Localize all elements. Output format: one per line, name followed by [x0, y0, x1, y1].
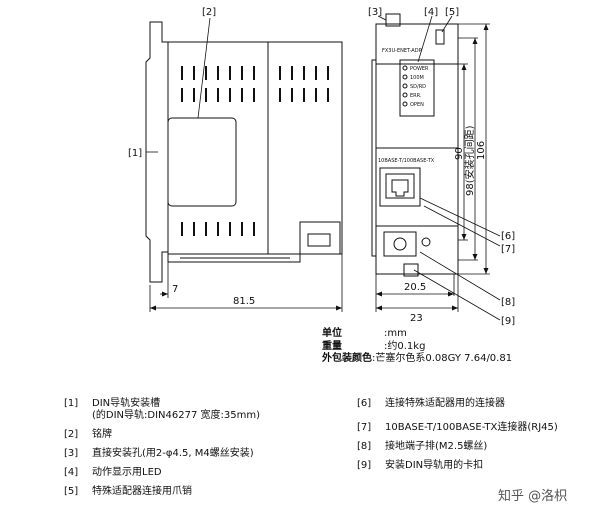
legend-item: [6]连接特殊适配器用的连接器 [357, 398, 505, 409]
legend-item: [5]特殊适配器连接用爪销 [64, 486, 192, 497]
callout-8: [8] [501, 297, 515, 308]
legend-item: [8]接地端子排(M2.5螺丝) [357, 441, 488, 452]
dim-98: 98(安装孔间距) [463, 125, 476, 196]
color-label: 外包装颜色 [322, 353, 372, 364]
dim-90: 90 [454, 147, 465, 160]
legend-item: [4]动作显示用LED [64, 467, 162, 478]
callout-7: [7] [501, 244, 515, 255]
color-value: :芒塞尔色系0.08GY 7.64/0.81 [372, 353, 513, 364]
model-label: FX3U-ENET-ADP [382, 48, 422, 54]
unit-label: 单位 [322, 328, 342, 339]
legend-left: [1]DIN导轨安装槽 (的DIN导轨:DIN46277 宽度:35mm) [2… [64, 398, 260, 505]
dimension-drawing: [1] [2] [3] [4] [5] [6] [7] [8] [9] FX3U… [128, 7, 515, 327]
port-label: 10BASE-T/100BASE-TX [378, 158, 435, 164]
legend-item: [9]安装DIN导轨用的卡扣 [357, 460, 484, 471]
led-label-100m: 100M [410, 75, 424, 81]
callout-4: [4] [424, 7, 438, 18]
led-label-sdrd: SD/RD [410, 84, 426, 90]
dim-20-5: 20.5 [404, 282, 426, 293]
spec-block: 单位 :mm 重量 :约0.1kg 外包装颜色:芒塞尔色系0.08GY 7.64/0… [322, 328, 512, 366]
legend-item: [1]DIN导轨安装槽 (的DIN导轨:DIN46277 宽度:35mm) [64, 398, 260, 421]
ground-terminal [383, 231, 417, 257]
callout-5: [5] [445, 7, 459, 18]
weight-label: 重量 [322, 340, 342, 352]
dim-106: 106 [476, 141, 487, 160]
led-label-power: POWER [410, 66, 429, 72]
legend-item: [2]铭牌 [64, 429, 112, 440]
led-panel [399, 59, 435, 117]
dim-7: 7 [172, 284, 178, 295]
legend-right: [6]连接特殊适配器用的连接器 [7]10BASE-T/100BASE-TX连接… [357, 398, 558, 479]
legend-item: [7]10BASE-T/100BASE-TX连接器(RJ45) [357, 422, 558, 433]
led-label-open: OPEN [410, 102, 424, 108]
callout-2: [2] [202, 7, 216, 18]
weight-value: :约0.1kg [384, 340, 426, 352]
callout-1: [1] [128, 148, 142, 159]
callout-9: [9] [501, 316, 515, 327]
dim-81-5: 81.5 [233, 296, 255, 307]
led-label-err: ERR. [410, 93, 422, 99]
rj45-connector [379, 167, 421, 207]
callout-3: [3] [368, 7, 382, 18]
watermark: 知乎 @洛枳 [498, 489, 568, 504]
side-view [145, 21, 343, 283]
dim-23: 23 [410, 313, 423, 324]
front-view [371, 13, 459, 277]
callout-6: [6] [501, 231, 515, 242]
nameplate [167, 117, 237, 207]
unit-value: :mm [384, 328, 407, 339]
legend-item: [3]直接安装孔(用2-φ4.5, M4螺丝安装) [64, 448, 254, 459]
